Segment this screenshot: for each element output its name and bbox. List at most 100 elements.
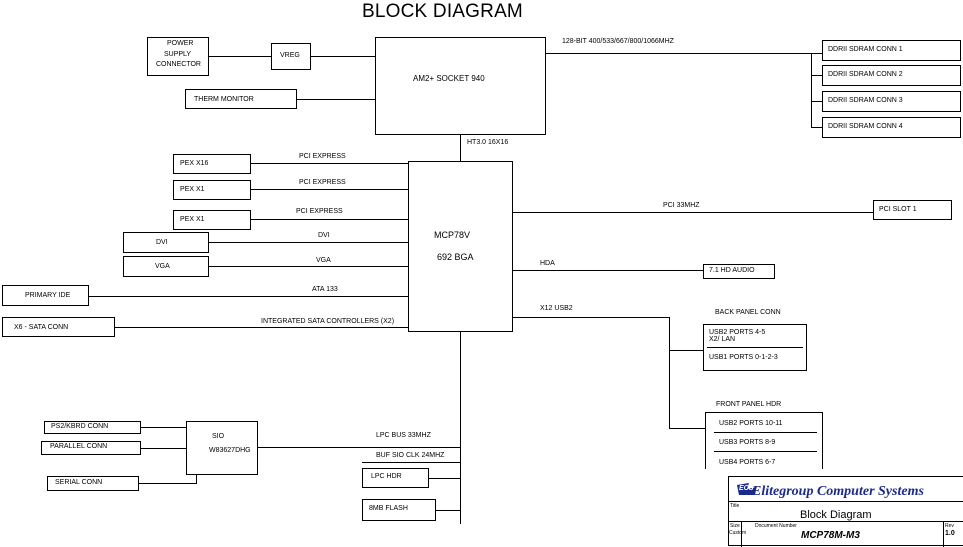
ps2-conn-box: PS2/KBRD CONN	[44, 421, 141, 434]
dvi-box: DVI	[123, 232, 209, 253]
wire-usb	[513, 317, 670, 318]
company-name: Elitegroup Computer Systems	[752, 484, 924, 499]
ht-link-label: HT3.0 16X16	[467, 139, 509, 146]
sio-label: SIO	[212, 433, 225, 440]
wire-memory-bus	[546, 53, 822, 54]
tb-title-label: Title	[730, 503, 740, 509]
ddr-conn-4: DDRII SDRAM CONN 4	[822, 117, 961, 138]
pex-x1-b-label: PEX X1	[180, 216, 205, 223]
wire-sata	[115, 327, 408, 328]
ddr-conn-3-label: DDRII SDRAM CONN 3	[828, 97, 903, 104]
ddr-conn-1: DDRII SDRAM CONN 1	[822, 40, 961, 61]
hd-audio-box: 7.1 HD AUDIO	[703, 264, 775, 279]
wire-lpc-hdr	[429, 478, 460, 479]
dvi-bus-label: DVI	[318, 232, 330, 239]
wire-hda	[513, 270, 703, 271]
wire-buf-clk	[362, 462, 460, 463]
wire-ide	[89, 296, 408, 297]
wire-usb-back	[669, 350, 703, 351]
vreg-box: VREG	[271, 43, 311, 70]
wire-serial-a	[139, 483, 197, 484]
pci-slot-label: PCI SLOT 1	[879, 206, 917, 213]
lpc-bus-label: LPC BUS 33MHZ	[376, 432, 431, 439]
pex1b-bus-label: PCI EXPRESS	[296, 208, 343, 215]
pex-x16-box: PEX X16	[173, 154, 251, 174]
chipset-box: MCP78V 692 BGA	[408, 161, 513, 332]
chipset-package: 692 BGA	[437, 252, 474, 262]
serial-conn-box: SERIAL CONN	[47, 476, 139, 491]
wire-usb-front	[669, 428, 705, 429]
lpc-hdr-box: LPC HDR	[362, 468, 429, 488]
primary-ide-box: PRIMARY IDE	[2, 285, 89, 306]
parallel-conn-label: PARALLEL CONN	[50, 443, 108, 450]
sata-conn-box: X6 - SATA CONN	[2, 317, 115, 337]
ps2-conn-label: PS2/KBRD CONN	[51, 423, 109, 430]
buf-clk-label: BUF SIO CLK 24MHZ	[376, 452, 445, 459]
pex16-bus-label: PCI EXPRESS	[299, 153, 346, 160]
serial-conn-label: SERIAL CONN	[55, 479, 103, 486]
wire-lpc-trunk	[460, 332, 461, 524]
cpu-socket-box: AM2+ SOCKET 940	[375, 37, 546, 135]
tb-divider-2	[729, 521, 963, 522]
usb-bus-label: X12 USB2	[540, 305, 573, 312]
wire-pci	[513, 212, 873, 213]
vga-label: VGA	[155, 263, 170, 270]
therm-monitor-box: THERM MONITOR	[185, 89, 297, 109]
wire-vreg-cpu	[311, 56, 375, 57]
power-supply-line1: POWER	[167, 40, 194, 47]
front-usb2-label: USB2 PORTS 10-11	[719, 420, 783, 427]
back-panel-divider	[707, 347, 803, 348]
sio-chip-label: W83627DHG	[209, 447, 251, 454]
lpc-hdr-label: LPC HDR	[371, 473, 402, 480]
tb-divider-1	[729, 501, 963, 502]
flash-label: 8MB FLASH	[369, 505, 408, 512]
front-usb3-label: USB3 PORTS 8-9	[719, 439, 776, 446]
tb-size-label: Size	[730, 523, 740, 529]
flash-box: 8MB FLASH	[362, 499, 436, 521]
diagram-title: BLOCK DIAGRAM	[362, 1, 523, 22]
tb-title-value: Block Diagram	[800, 509, 872, 521]
wire-ddr-trunk	[811, 53, 812, 127]
power-supply-box: POWER SUPPLY CONNECTOR	[147, 37, 209, 76]
tb-rev-value: 1.0	[945, 530, 955, 537]
sata-conn-label: X6 - SATA CONN	[14, 324, 69, 331]
vga-bus-label: VGA	[316, 257, 331, 264]
tb-divider-v1	[741, 521, 742, 547]
ddr-conn-4-label: DDRII SDRAM CONN 4	[828, 123, 903, 130]
pex-x1-a-box: PEX X1	[173, 180, 251, 200]
front-divider-2	[714, 451, 817, 452]
ecs-logo: ECS	[735, 481, 759, 497]
wire-pex16	[251, 163, 408, 164]
front-usb4-label: USB4 PORTS 6-7	[719, 459, 776, 466]
ata-bus-label: ATA 133	[312, 286, 338, 293]
wire-parallel	[141, 448, 186, 449]
tb-docnum-label: Document Number	[755, 523, 797, 529]
dvi-label: DVI	[156, 239, 168, 246]
sata-bus-label: INTEGRATED SATA CONTROLLERS (X2)	[261, 318, 395, 325]
back-lan-label: X2/ LAN	[709, 336, 736, 343]
wire-ps2	[141, 427, 186, 428]
wire-ht-link	[460, 135, 461, 161]
wire-power-vreg	[209, 56, 271, 57]
front-panel-title: FRONT PANEL HDR	[716, 401, 782, 408]
ddr-conn-2: DDRII SDRAM CONN 2	[822, 65, 961, 86]
wire-usb-trunk	[669, 317, 670, 429]
front-panel-box: USB2 PORTS 10-11 USB3 PORTS 8-9 USB4 POR…	[705, 412, 823, 469]
pex1a-bus-label: PCI EXPRESS	[299, 179, 346, 186]
wire-ddr2	[811, 75, 822, 76]
wire-lpc-bus	[258, 447, 460, 448]
front-divider-1	[714, 432, 817, 433]
pex-x16-label: PEX X16	[180, 160, 209, 167]
hd-audio-label: 7.1 HD AUDIO	[709, 267, 755, 274]
wire-flash	[436, 510, 460, 511]
pci-bus-label: PCI 33MHZ	[663, 202, 700, 209]
tb-size-value: Custom	[729, 530, 747, 536]
wire-pex1a	[251, 189, 408, 190]
wire-dvi	[209, 242, 408, 243]
power-supply-line3: CONNECTOR	[156, 61, 201, 68]
tb-rev-label: Rev	[945, 523, 954, 529]
primary-ide-label: PRIMARY IDE	[25, 292, 71, 299]
therm-monitor-label: THERM MONITOR	[194, 96, 254, 103]
tb-divider-v2	[943, 521, 944, 547]
